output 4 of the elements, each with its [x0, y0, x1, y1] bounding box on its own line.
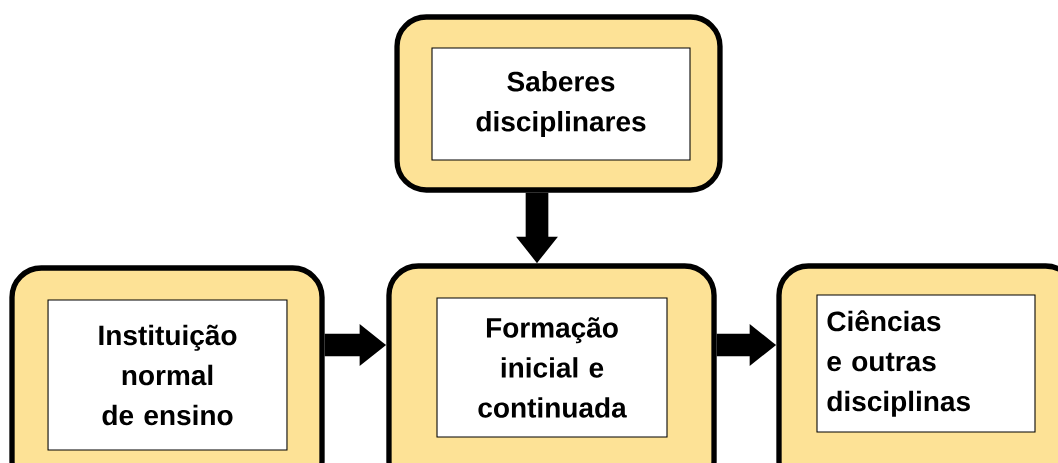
process-box: Ciências e outras disciplinas — [776, 263, 1058, 463]
process-box: Saberes disciplinares — [394, 14, 723, 193]
process-box: Formação inicial e continuada — [386, 263, 717, 463]
process-box: Instituição normal de ensino — [9, 265, 325, 463]
